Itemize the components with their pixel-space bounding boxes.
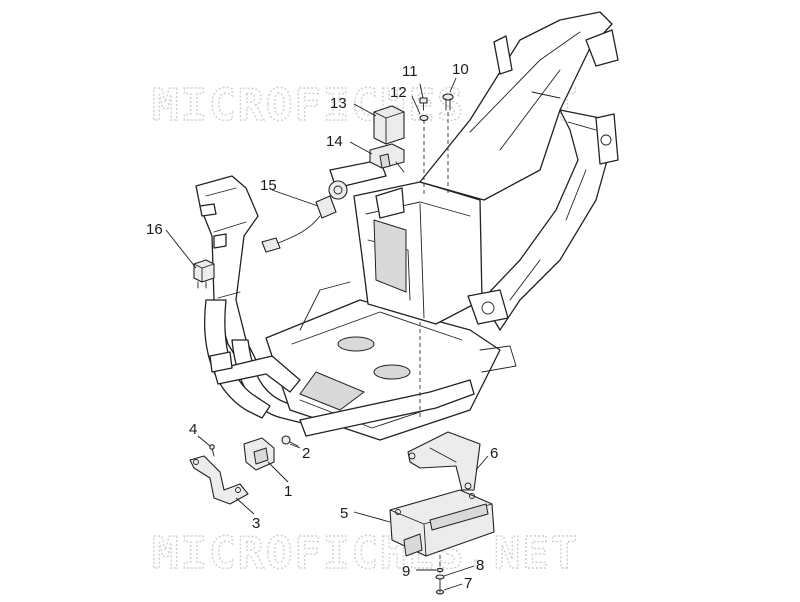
callout-6: 6 <box>490 445 498 462</box>
callout-16: 16 <box>146 221 163 238</box>
callout-15: 15 <box>260 177 277 194</box>
part-15-antenna <box>261 180 348 253</box>
part-6-bracket <box>407 431 481 491</box>
callout-5: 5 <box>340 505 348 522</box>
callout-11: 11 <box>402 63 418 80</box>
scooter-frame <box>195 11 619 441</box>
callout-7: 7 <box>464 575 472 592</box>
callout-3: 3 <box>252 515 260 532</box>
part-14-socket <box>369 143 405 173</box>
leader-lines <box>165 77 489 591</box>
part-4-screw <box>209 444 215 457</box>
watermark-bottom: MICROFICHES.NET <box>152 528 579 579</box>
part-7-bolt <box>435 579 445 595</box>
callout-labels: 1 2 3 4 5 6 7 8 9 10 11 12 13 14 15 16 <box>146 61 498 592</box>
callout-10: 10 <box>452 61 469 78</box>
part-10-screw <box>442 93 454 111</box>
part-8-washer <box>435 574 445 580</box>
callout-12: 12 <box>390 84 407 101</box>
part-11-screw <box>419 97 428 111</box>
callout-14: 14 <box>326 133 343 150</box>
part-12-washer <box>419 114 429 122</box>
callout-2: 2 <box>302 445 310 462</box>
part-13-relay <box>373 105 405 145</box>
part-3-bracket <box>189 455 249 505</box>
callout-8: 8 <box>476 557 484 574</box>
callout-9: 9 <box>402 563 410 580</box>
callout-1: 1 <box>284 483 292 500</box>
part-9-washer <box>436 567 444 573</box>
callout-13: 13 <box>330 95 347 112</box>
part-1-holder <box>243 437 275 471</box>
callout-4: 4 <box>189 421 197 438</box>
part-2-bolt <box>281 435 299 447</box>
part-16-flasher <box>193 259 215 289</box>
part-5-ecu <box>389 489 495 557</box>
